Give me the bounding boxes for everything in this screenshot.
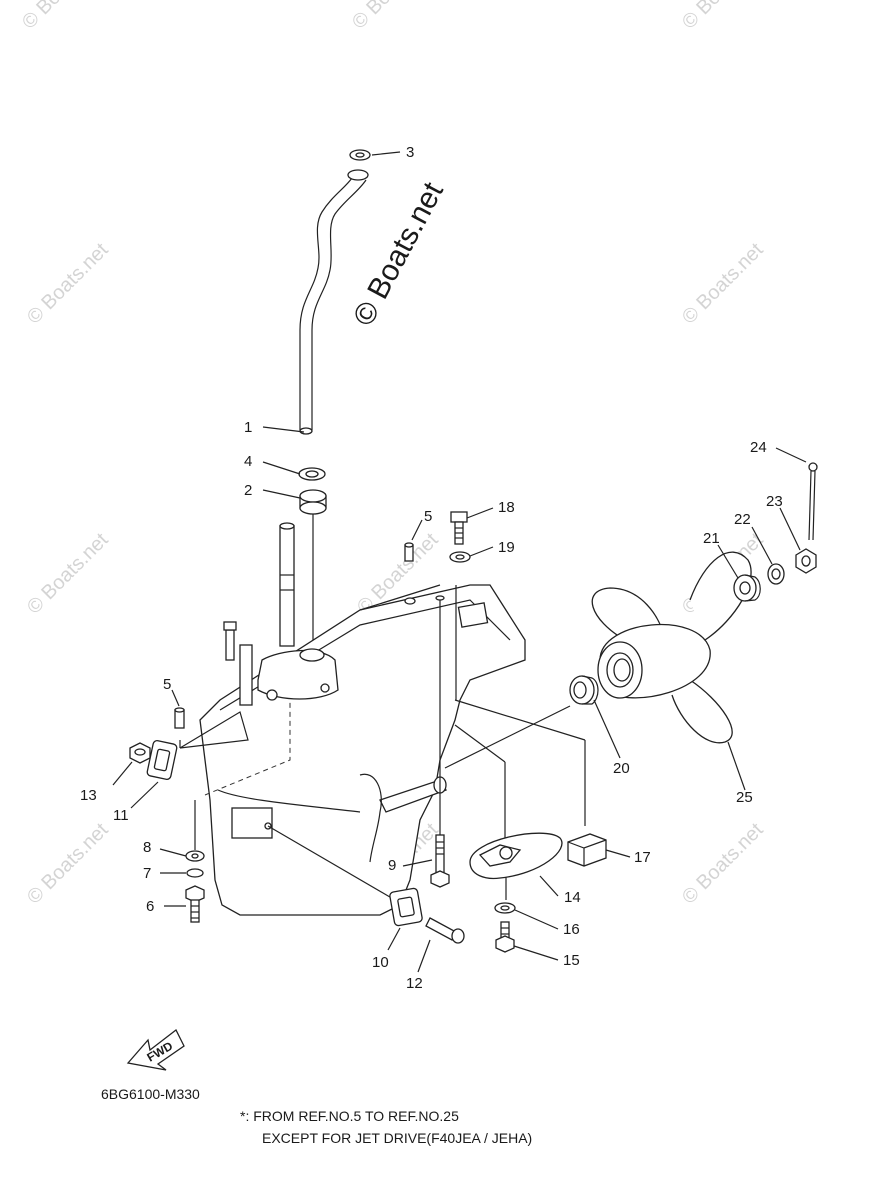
callout-8: 8 bbox=[143, 839, 151, 856]
lower-case-housing bbox=[199, 584, 526, 916]
washer-19 bbox=[449, 551, 471, 563]
propeller-25 bbox=[591, 551, 752, 744]
footnote: *: FROM REF.NO.5 TO REF.NO.25 EXCEPT FOR… bbox=[240, 1105, 532, 1149]
callout-3: 3 bbox=[406, 144, 414, 161]
callout-22: 22 bbox=[734, 511, 751, 528]
thrust-washer-20 bbox=[569, 675, 599, 705]
callout-21: 21 bbox=[703, 530, 720, 547]
grommet-2 bbox=[299, 489, 327, 515]
leader-lines bbox=[179, 585, 586, 901]
callout-12: 12 bbox=[406, 975, 423, 992]
washer-22 bbox=[767, 563, 785, 585]
anode-17 bbox=[567, 833, 607, 867]
callout-18: 18 bbox=[498, 499, 515, 516]
callout-24: 24 bbox=[750, 439, 767, 456]
bolt-18 bbox=[450, 511, 468, 545]
callout-25: 25 bbox=[736, 789, 753, 806]
dowel-pin-5-lower bbox=[174, 707, 185, 729]
callout-13: 13 bbox=[80, 787, 97, 804]
washer-16 bbox=[494, 902, 516, 914]
anode-14 bbox=[469, 832, 563, 880]
watermark: © Boats.net bbox=[23, 819, 113, 909]
footnote-line-2: EXCEPT FOR JET DRIVE(F40JEA / JEHA) bbox=[262, 1130, 533, 1146]
callout-6: 6 bbox=[146, 898, 154, 915]
dashed-housing-edge bbox=[204, 700, 291, 796]
nut-23 bbox=[795, 548, 817, 574]
watermark: © Boats.net bbox=[18, 0, 108, 34]
fwd-arrow-icon: FWD bbox=[126, 1029, 185, 1071]
watermark: © Boats.net bbox=[23, 529, 113, 619]
footnote-line-1: *: FROM REF.NO.5 TO REF.NO.25 bbox=[240, 1108, 459, 1124]
watermark: © Boats.net bbox=[678, 819, 768, 909]
callout-19: 19 bbox=[498, 539, 515, 556]
callout-17: 17 bbox=[634, 849, 651, 866]
callout-9: 9 bbox=[388, 857, 396, 874]
bolt-15 bbox=[495, 921, 515, 953]
diagram-code: 6BG6100-M330 bbox=[101, 1086, 200, 1102]
watermark: © Boats.net bbox=[348, 0, 438, 34]
watermark: © Boats.net bbox=[678, 0, 768, 34]
callout-7: 7 bbox=[143, 865, 151, 882]
washer-8 bbox=[185, 850, 205, 862]
callout-10: 10 bbox=[372, 954, 389, 971]
screw-12 bbox=[425, 917, 465, 944]
callout-2: 2 bbox=[244, 482, 252, 499]
callout-4: 4 bbox=[244, 453, 252, 470]
watermark: © Boats.net bbox=[23, 239, 113, 329]
water-tube bbox=[299, 169, 369, 435]
callout-23: 23 bbox=[766, 493, 783, 510]
bolt-6 bbox=[185, 885, 205, 923]
grommet-3 bbox=[349, 149, 371, 161]
grommet-11 bbox=[146, 739, 178, 781]
callout-leaders bbox=[112, 151, 807, 973]
bolt-9 bbox=[430, 834, 450, 888]
callout-11: 11 bbox=[113, 807, 129, 824]
callout-15: 15 bbox=[563, 952, 580, 969]
cotter-pin-24 bbox=[808, 462, 818, 541]
watermark: © Boats.net bbox=[678, 239, 768, 329]
callout-14: 14 bbox=[564, 889, 581, 906]
nut-13 bbox=[129, 742, 151, 764]
drive-shaft bbox=[279, 522, 295, 647]
callout-5-upper: 5 bbox=[424, 508, 432, 525]
grommet-10 bbox=[389, 887, 423, 927]
seal-4 bbox=[298, 467, 326, 481]
callouts: 1 2 3 4 5 5 6 7 8 9 10 11 12 13 14 15 16… bbox=[80, 144, 783, 992]
callout-20: 20 bbox=[613, 760, 630, 777]
callout-16: 16 bbox=[563, 921, 580, 938]
dowel-pin-5-upper bbox=[404, 542, 414, 562]
callout-1: 1 bbox=[244, 419, 252, 436]
spacer-21 bbox=[733, 574, 761, 602]
watermark-large: © Boats.net bbox=[347, 176, 450, 331]
washer-7 bbox=[186, 868, 204, 878]
callout-5-lower: 5 bbox=[163, 676, 171, 693]
